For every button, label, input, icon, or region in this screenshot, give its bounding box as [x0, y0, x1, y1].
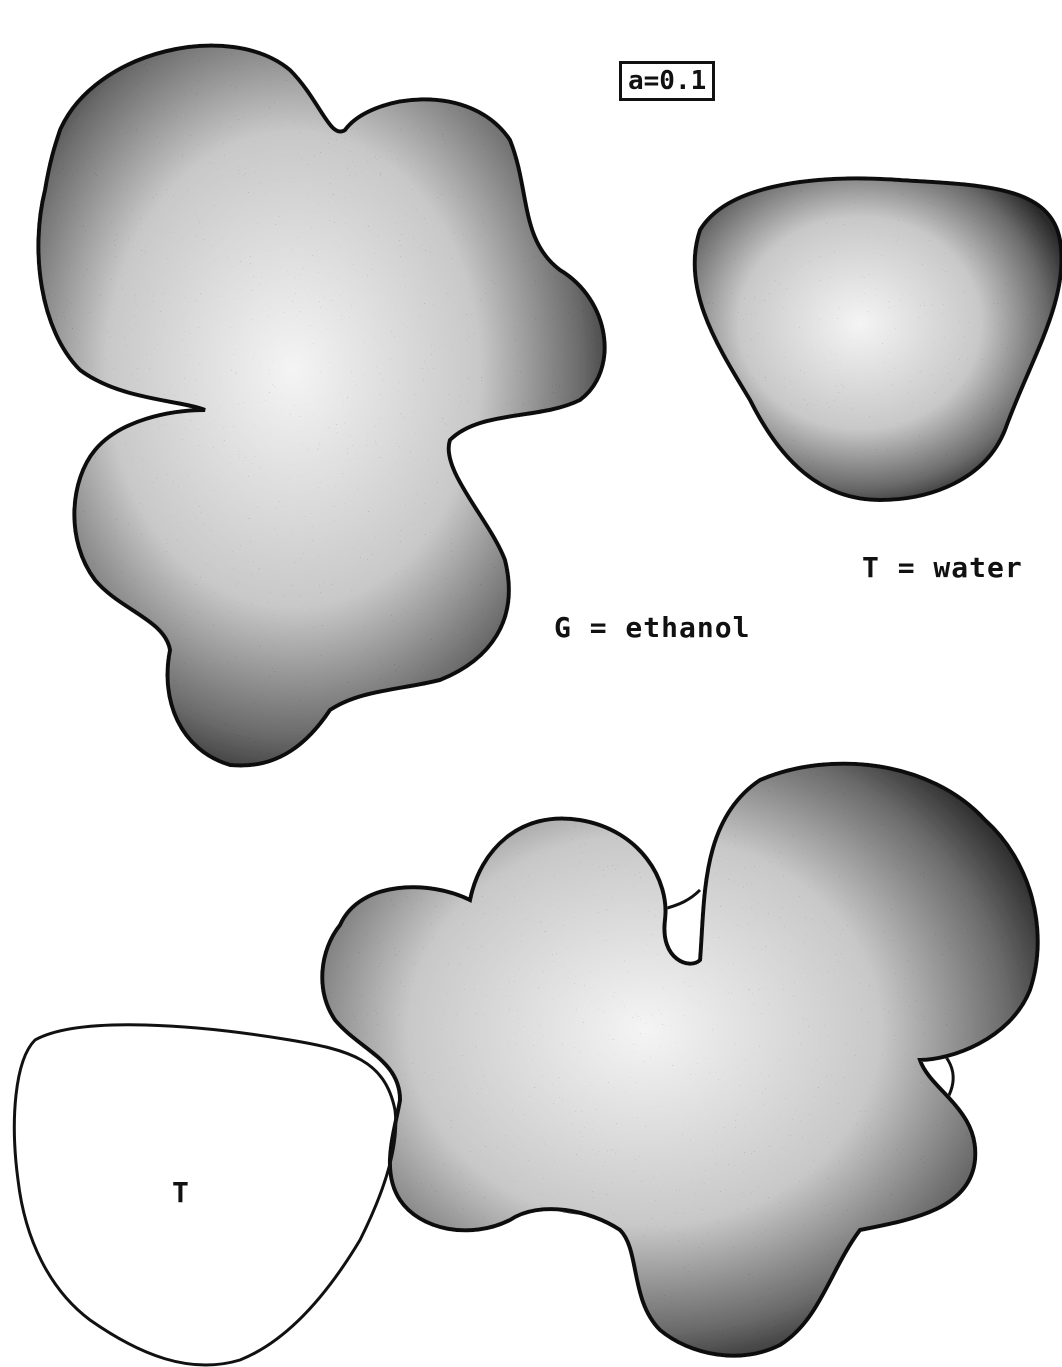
water-outline-complex: [14, 1025, 395, 1365]
target-water-label: T = water: [862, 551, 1023, 584]
complex-target-label: T: [172, 1176, 190, 1209]
water-surface-top: [695, 178, 1062, 500]
ethanol-surface-top: [38, 46, 604, 766]
ethanol-surface-complex: [322, 764, 1037, 1356]
parameter-label: a=0.1: [619, 61, 715, 101]
guest-ethanol-label: G = ethanol: [554, 611, 750, 644]
